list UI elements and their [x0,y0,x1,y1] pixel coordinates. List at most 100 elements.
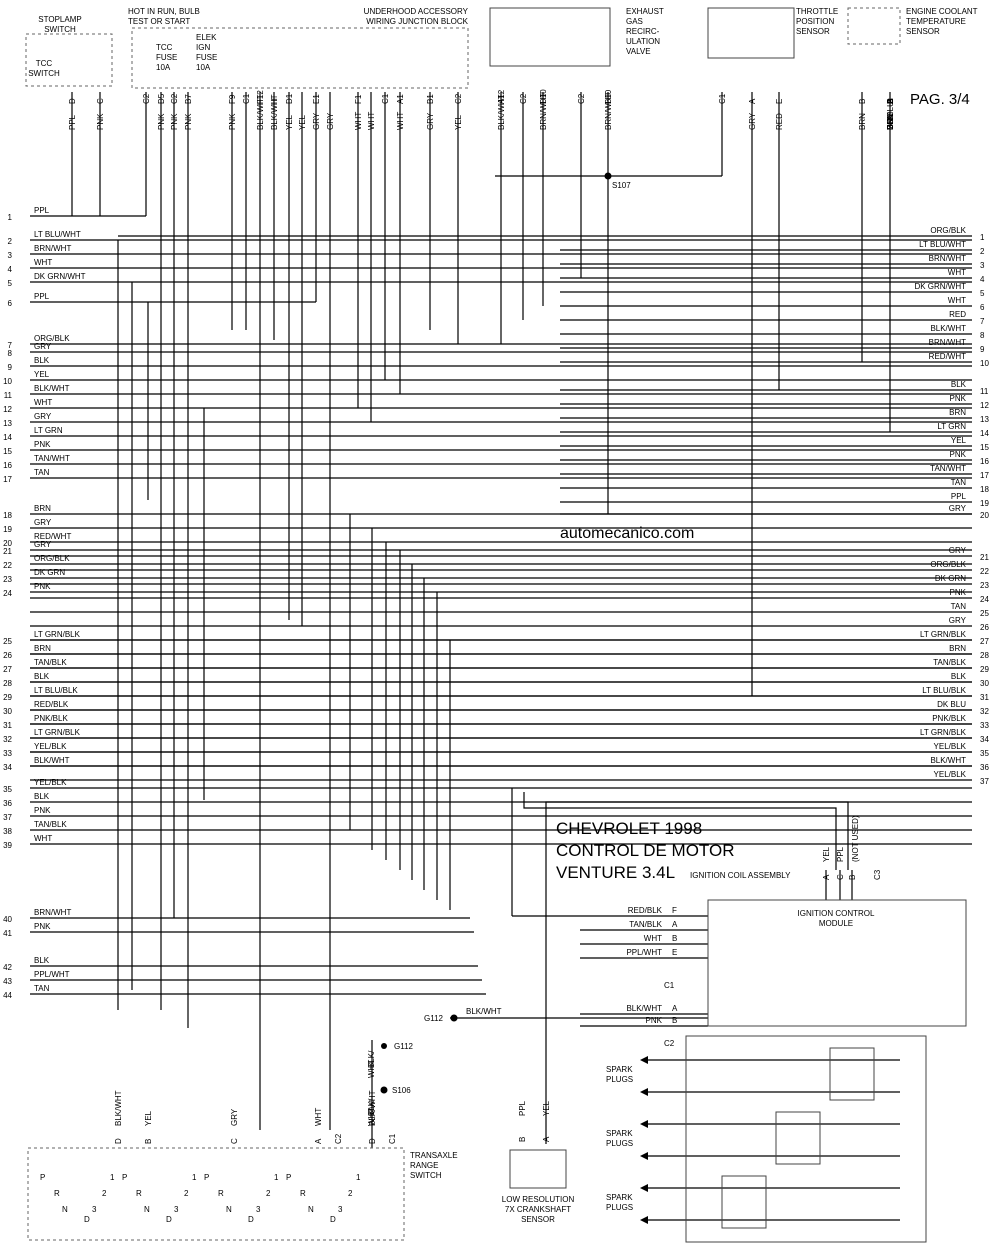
right-row-number: 28 [980,651,989,660]
top-wire-color: YEL [886,114,895,130]
left-row-number: 17 [3,475,12,484]
left-row-number: 4 [8,265,13,274]
right-row-number: 15 [980,443,989,452]
coil-wire-color: PPL [836,846,845,862]
left-row-color: WHT [34,834,52,843]
icm-box [707,899,967,1027]
switch-letter: N [226,1205,232,1214]
right-row-number: 7 [980,317,985,326]
right-row-color: WHT [948,296,966,305]
right-row-color: GRY [949,616,967,625]
right-row-number: 35 [980,749,989,758]
right-row-color: TAN [951,478,967,487]
crank-sensor-label: LOW RESOLUTION [502,1195,575,1204]
top-wire-color: BLK [886,114,895,130]
right-row-color: LT BLU/BLK [922,686,966,695]
top-wire-color: YEL [298,114,307,130]
right-row-color: YEL/BLK [934,770,967,779]
top-pin-label: F1 [354,94,363,104]
transaxle-switch-box [27,1147,405,1241]
right-row-number: 19 [980,499,989,508]
left-row-number: 24 [3,589,12,598]
right-row-color: BLK [951,672,967,681]
left-row-color: BLK [34,672,50,681]
top-pin-label: B [858,99,867,104]
right-row-color: LT BLU/WHT [919,240,966,249]
g112-dot [381,1043,387,1049]
top-wire-color: PNK [170,113,179,130]
right-row-number: 23 [980,581,989,590]
right-row-number: 27 [980,637,989,646]
left-row-color: YEL [34,0,50,2]
top-pin-label: C2 [170,93,179,104]
coil-pack-box [685,1035,927,1243]
left-row-color: WHT [34,398,52,407]
spark-arrow [640,1184,648,1192]
left-row-number: 21 [3,547,12,556]
top-wire-color: BLK/WHT [270,94,279,130]
left-row-number: 22 [3,561,12,570]
right-row-number: 18 [980,485,989,494]
ground-stack-label: BLK/ [367,1050,376,1068]
junction-block-box [131,27,469,89]
top-wire-color: RED [775,113,784,130]
right-row-number: 32 [980,707,989,716]
switch-letter: R [300,1189,306,1198]
top-pin-label: A [886,98,895,104]
spark-arrow [640,1088,648,1096]
top-pin-label: D [68,98,77,104]
right-row-color: ORG/BLK [930,226,966,235]
elek-fuse-label: 10A [196,63,211,72]
tcc-fuse-label: 10A [156,63,171,72]
ect-label: ENGINE COOLANT [906,7,978,16]
top-pin-label: B1 [426,94,435,104]
right-row-number: 1 [980,233,985,242]
bottom-wire-color: YEL [144,1110,153,1126]
egr-valve-label: VALVE [626,47,651,56]
ect-label: TEMPERATURE [906,17,966,26]
right-row-color: WHT [948,268,966,277]
right-row-color: PPL [951,492,967,501]
left-row-number: 25 [3,637,12,646]
spark-plugs-label: SPARK [606,1193,633,1202]
left-row-color: BLK [34,356,50,365]
icm-wire-color: RED/BLK [628,906,663,915]
top-wire-color: WHT [367,112,376,130]
right-row-color: RED/WHT [929,352,966,361]
switch-letter: 3 [338,1205,343,1214]
right-row-number: 2 [980,247,985,256]
switch-letter: P [122,1173,127,1182]
g112-dot [450,1014,458,1022]
top-wire-color: PNK [96,113,105,130]
icm-label: MODULE [819,919,853,928]
top-pin-label: F9 [228,94,237,104]
left-row-number: 11 [4,391,13,400]
switch-letter: N [62,1205,68,1214]
top-pin-label: F12 [256,90,265,104]
right-row-number: 30 [980,679,989,688]
left-row-number: 29 [3,693,12,702]
bottom-pin-label: C2 [334,1133,343,1144]
left-row-number: 9 [8,363,13,372]
left-row-number: 18 [3,511,12,520]
right-row-color: RED [949,310,966,319]
switch-letter: R [218,1189,224,1198]
right-row-color: LT GRN [937,422,966,431]
switch-letter: 2 [184,1189,189,1198]
egr-valve-label: RECIRC- [626,27,660,36]
left-row-number: 30 [3,707,12,716]
top-wire-color: GRY [326,112,335,130]
top-wire-color: BRN [886,113,895,130]
ignition-coil [721,1175,767,1229]
crank-pin-label: B [518,1137,527,1142]
icm-pin-label: A [672,1004,678,1013]
ignition-coil [775,1111,821,1165]
left-row-number: 42 [3,963,12,972]
right-row-number: 24 [980,595,989,604]
elek-fuse-label: IGN [196,43,210,52]
icm-pin-label: F [672,906,677,915]
top-pin-label: E1 [312,94,321,104]
top-wire-color: YEL [454,114,463,130]
icm-connector: C1 [664,981,675,990]
coil-wire-color: YEL [822,846,831,862]
